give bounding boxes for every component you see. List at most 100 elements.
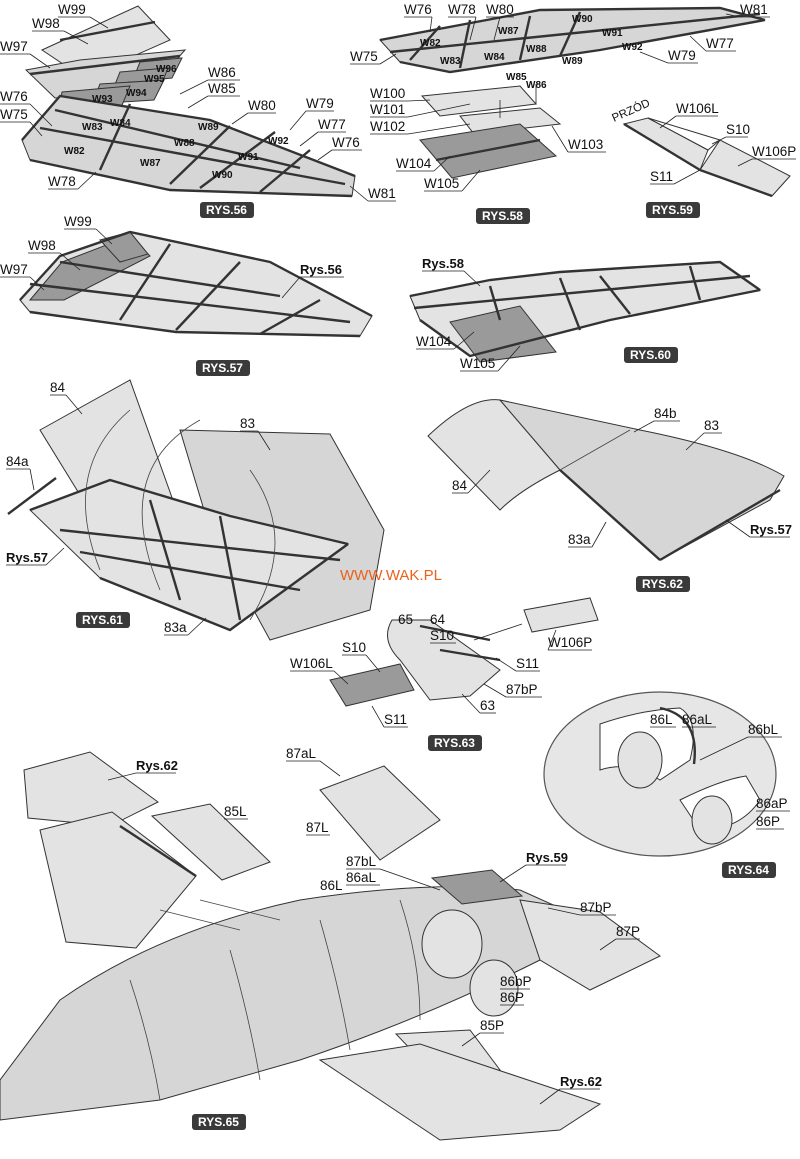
label-w79c: W79 (668, 48, 696, 63)
label-w76c: W76 (404, 2, 432, 17)
label-w75: W75 (0, 107, 28, 122)
label-86l-65: 86L (320, 878, 343, 893)
label-w79: W79 (306, 96, 334, 111)
label-84c: 84 (452, 478, 468, 493)
ref-rys57b: Rys.57 (750, 522, 792, 537)
rys63-figure: 65 64 S10 W106P S10 W106L S11 87bP 63 S1… (290, 597, 599, 751)
label-s10-63b: S10 (342, 640, 366, 655)
label-w78: W78 (48, 174, 76, 189)
rys62-title: RYS.62 (642, 577, 683, 591)
label-86l: 86L (650, 712, 673, 727)
watermark: WWW.WAK.PL (340, 567, 442, 584)
label-w76: W76 (0, 89, 28, 104)
inner-w87: W87 (140, 158, 161, 169)
label-86al-65: 86aL (346, 870, 377, 885)
ref-rys62-b: Rys.62 (560, 1074, 602, 1089)
rys60-figure: Rys.58 W104 W105 RYS.60 (409, 256, 762, 372)
label-w80c: W80 (486, 2, 514, 17)
inner-w87b: W87 (498, 26, 519, 37)
rys64-intake-p (691, 795, 733, 845)
label-w100: W100 (370, 86, 405, 101)
rys61-title: RYS.61 (82, 613, 123, 627)
label-w85: W85 (208, 81, 236, 96)
rys63-badge (428, 735, 482, 751)
rys65-badge (192, 1114, 246, 1130)
rys59-figure: PRZÓD W106L S10 W106P S11 RYS.59 (610, 96, 796, 218)
inner-w91: W91 (238, 152, 259, 163)
label-w104b: W104 (416, 334, 452, 349)
label-w76b: W76 (332, 135, 360, 150)
part-fin-lower (39, 811, 197, 949)
inner-w85b: W85 (506, 72, 527, 83)
label-w97: W97 (0, 39, 28, 54)
inner-w92: W92 (268, 136, 289, 147)
rys56-badge (200, 202, 254, 218)
label-86bl: 86bL (748, 722, 779, 737)
rys60-badge (624, 347, 678, 363)
ref-rys59: Rys.59 (526, 850, 568, 865)
ref-rys56: Rys.56 (300, 262, 342, 277)
label-w99b: W99 (64, 214, 92, 229)
label-w81c: W81 (740, 2, 768, 17)
rys57-badge (196, 360, 250, 376)
label-87bp-63: 87bP (506, 682, 538, 697)
ref-rys58: Rys.58 (422, 256, 464, 271)
inner-w82: W82 (64, 146, 85, 157)
inner-w83: W83 (82, 122, 103, 133)
part-85l (150, 803, 271, 881)
inner-w88b: W88 (526, 44, 547, 55)
label-87p: 87P (616, 924, 640, 939)
rys56-figure: W82 W83 W84 W93 W94 W95 W96 W87 W88 W89 … (0, 2, 396, 218)
label-w106l-63: W106L (290, 656, 333, 671)
label-w102: W102 (370, 119, 405, 134)
rys65-title: RYS.65 (198, 1115, 239, 1129)
rys62-figure: 84b 83 84 83a Rys.57 RYS.62 (427, 399, 792, 592)
label-w103: W103 (568, 137, 603, 152)
label-s11: S11 (650, 169, 673, 184)
label-84a: 84a (6, 454, 29, 469)
part-rys62-lower-wing (318, 1043, 602, 1141)
rys60-title: RYS.60 (630, 348, 671, 362)
label-84: 84 (50, 380, 66, 395)
label-w106l: W106L (676, 101, 719, 116)
inner-w96: W96 (156, 64, 177, 75)
label-w104: W104 (396, 156, 432, 171)
rys62-badge (636, 576, 690, 592)
part-83-panel (498, 399, 785, 561)
label-63: 63 (480, 698, 495, 713)
label-85l: 85L (224, 804, 247, 819)
inner-w93: W93 (92, 94, 113, 105)
inner-w83b: W83 (440, 56, 461, 67)
label-87l: 87L (306, 820, 329, 835)
rys61-badge (76, 612, 130, 628)
label-w75c: W75 (350, 49, 378, 64)
label-86p: 86P (756, 814, 780, 829)
label-w99: W99 (58, 2, 86, 17)
label-85p: 85P (480, 1018, 504, 1033)
rys64-figure: 86L 86aL 86bL 86aP 86P RYS.64 (543, 691, 790, 878)
inner-w86b: W86 (526, 80, 547, 91)
inner-w88: W88 (174, 138, 195, 149)
label-86p-65: 86P (500, 990, 524, 1005)
label-w78c: W78 (448, 2, 476, 17)
label-64: 64 (430, 612, 446, 627)
part-w102 (459, 107, 562, 135)
part-87l-fin (319, 765, 441, 861)
rys65-figure: Rys.62 85L 87aL 87L 87bL 86aL 86L Rys.59… (0, 746, 661, 1141)
label-w81: W81 (368, 186, 396, 201)
inner-w91b: W91 (602, 28, 623, 39)
part-63-fin (387, 619, 501, 701)
label-w97b: W97 (0, 262, 28, 277)
part-s10-opening (647, 117, 722, 151)
label-83b: 83 (704, 418, 719, 433)
label-w77c: W77 (706, 36, 734, 51)
engine-intake-l (421, 909, 483, 979)
label-w80: W80 (248, 98, 276, 113)
part-w106l-63 (329, 663, 415, 707)
label-w98b: W98 (28, 238, 56, 253)
label-87bl: 87bL (346, 854, 377, 869)
inner-w95: W95 (144, 74, 165, 85)
rys64-intake-l (617, 731, 663, 789)
label-86al: 86aL (682, 712, 713, 727)
